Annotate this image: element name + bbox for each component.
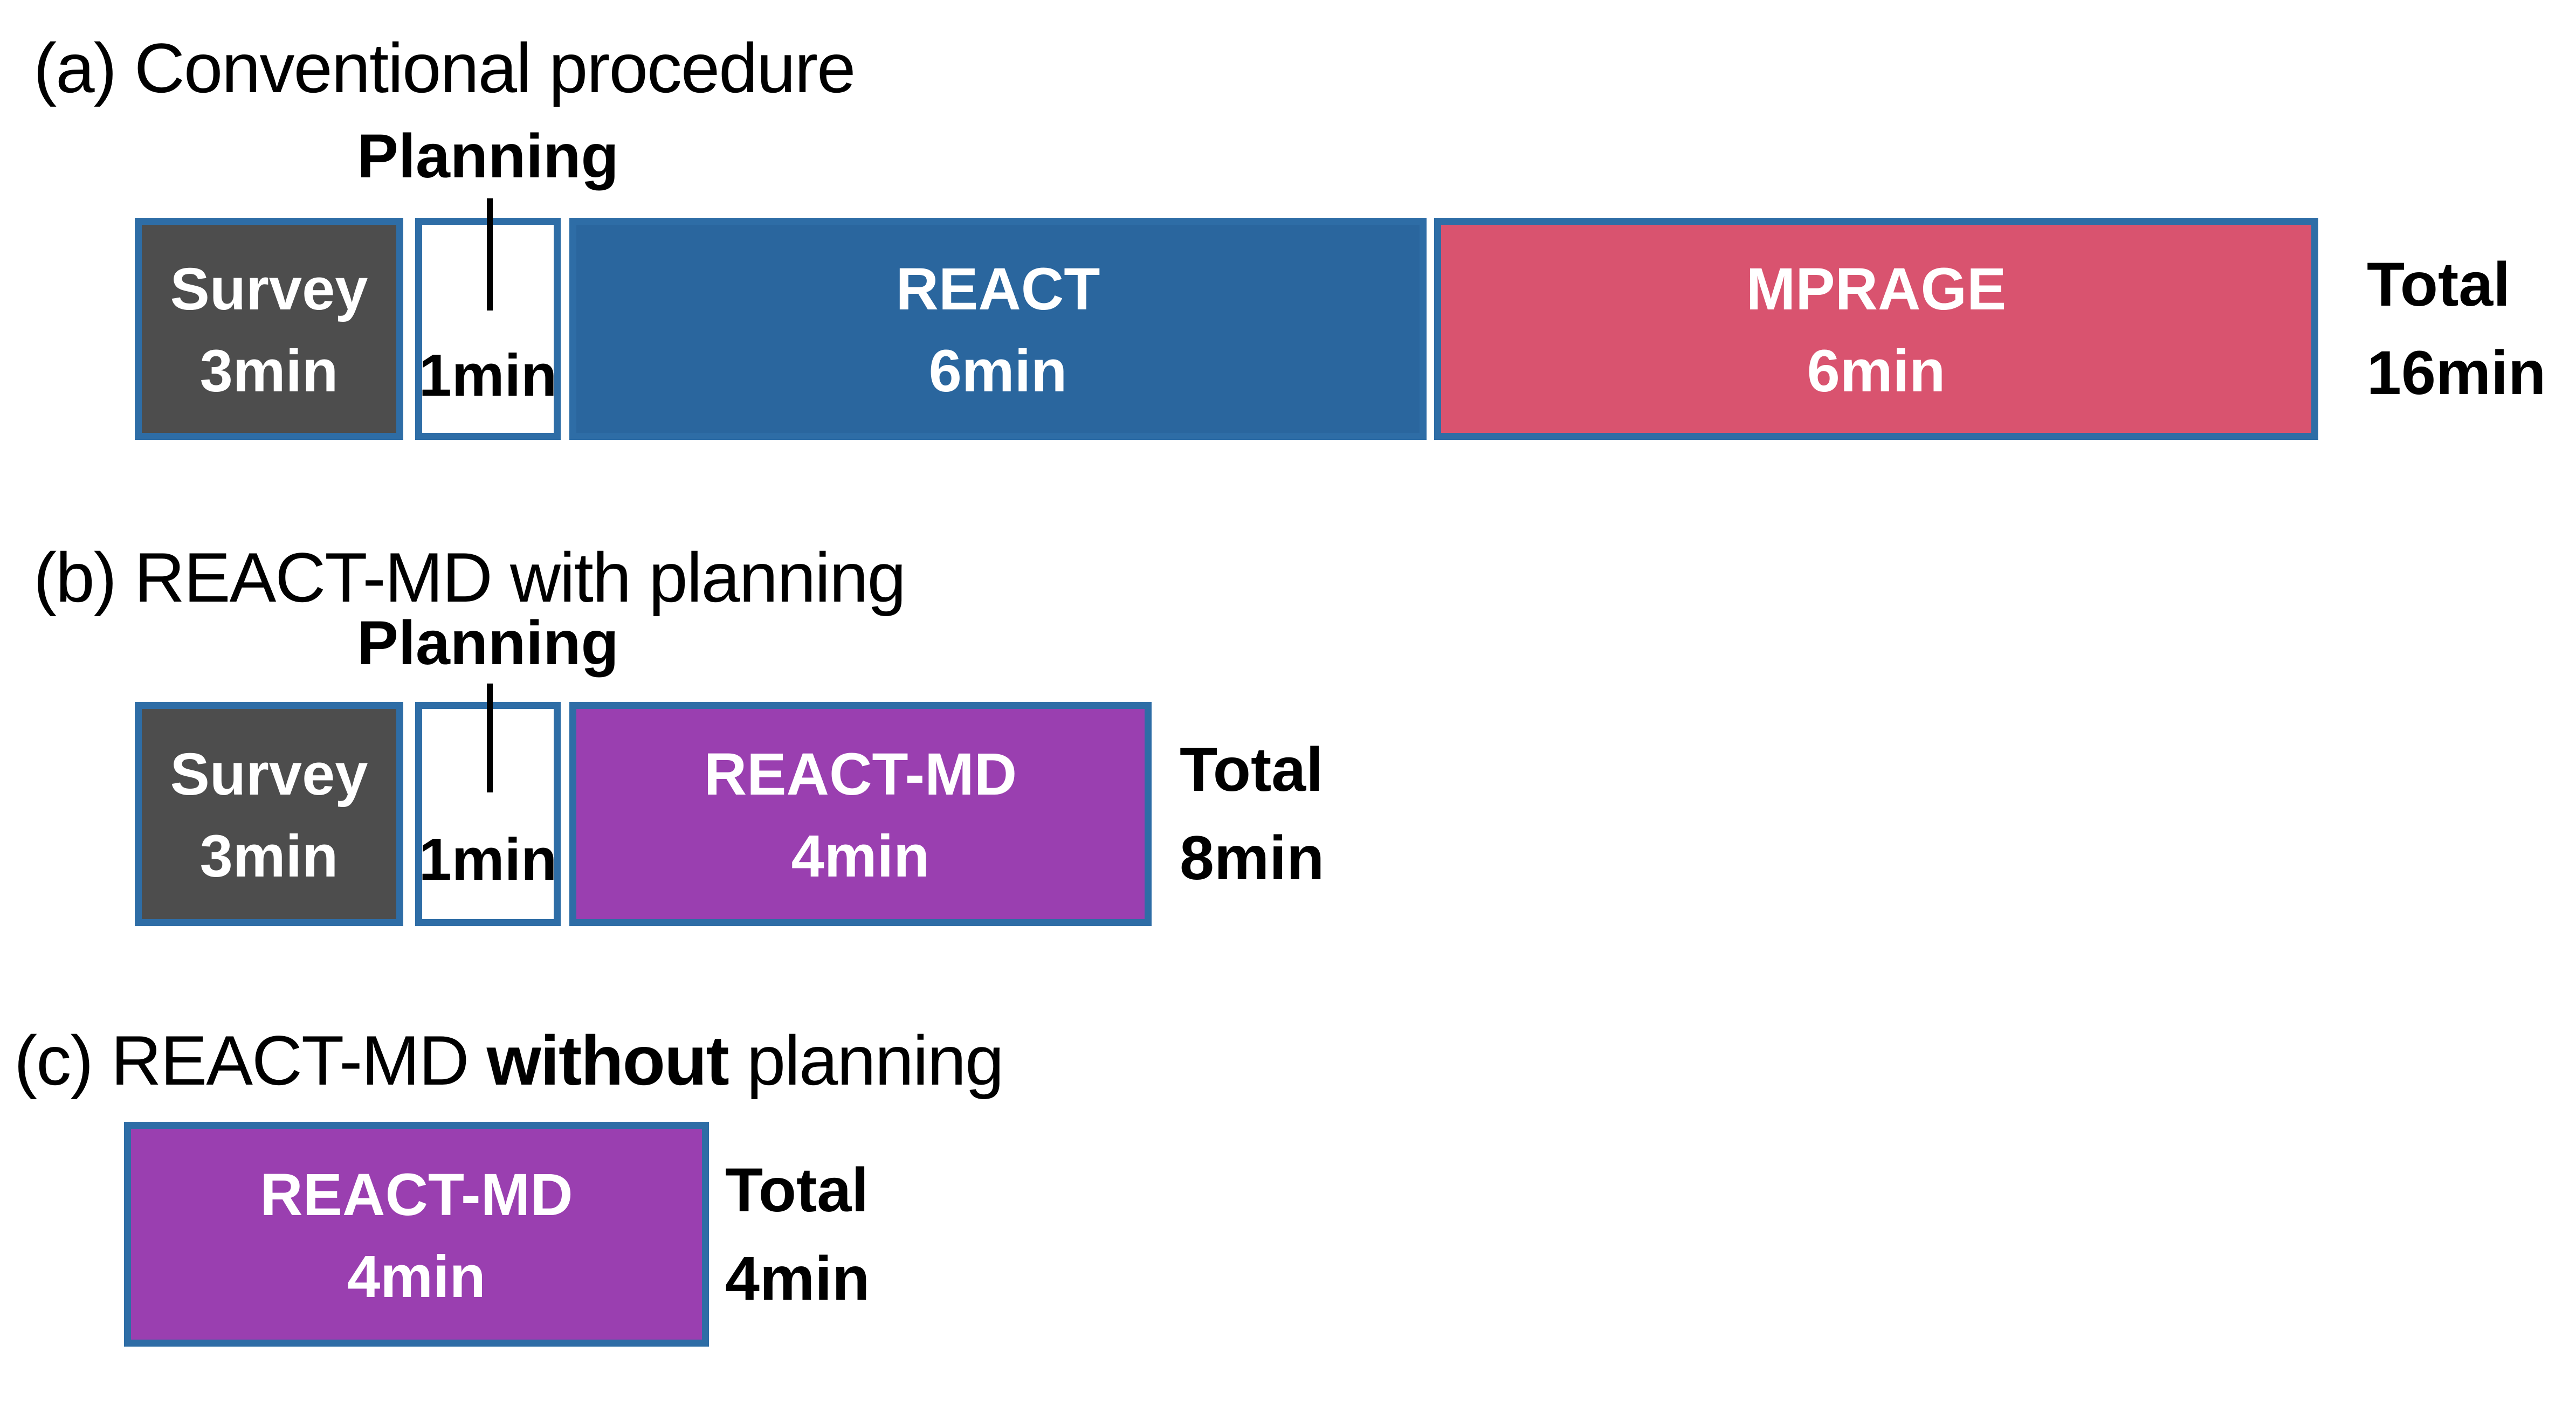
section-c-title-without: without (486, 1021, 729, 1100)
react-md-box-label: REACT-MD (704, 741, 1017, 808)
section-b-react-md-box: REACT-MD 4min (569, 702, 1152, 926)
section-c-total: Total 4min (725, 1122, 870, 1347)
section-a-survey-box: Survey 3min (135, 218, 403, 440)
section-b-planning-label: Planning (357, 609, 619, 678)
survey-box-label: Survey (170, 741, 368, 808)
section-b-survey-box: Survey 3min (135, 702, 403, 926)
mprage-box-duration: 6min (1807, 338, 1946, 404)
total-duration: 8min (1180, 824, 1325, 893)
section-b-planning-tick-line (487, 684, 493, 792)
react-box-label: REACT (896, 256, 1100, 322)
section-b-planning-box: 1min (415, 702, 561, 926)
section-b-total: Total 8min (1180, 702, 1324, 926)
section-a-mprage-box: MPRAGE 6min (1434, 218, 2318, 440)
section-c-title-prefix: (c) REACT-MD (14, 1021, 487, 1100)
planning-box-duration: 1min (418, 342, 557, 409)
section-a-title: (a) Conventional procedure (33, 29, 856, 107)
react-md-box-label: REACT-MD (260, 1161, 573, 1228)
react-md-box-duration: 4min (347, 1243, 486, 1310)
section-b-title: (b) REACT-MD with planning (33, 538, 906, 617)
section-a-planning-label: Planning (357, 122, 619, 191)
section-c-title: (c) REACT-MD without planning (14, 1017, 1004, 1105)
section-a-total: Total 16min (2367, 218, 2546, 440)
planning-box-duration: 1min (418, 826, 557, 893)
react-md-box-duration: 4min (791, 823, 930, 889)
section-c-title-suffix: planning (728, 1021, 1004, 1100)
section-a-planning-tick-line (487, 198, 493, 311)
total-label: Total (2367, 250, 2511, 319)
react-box-duration: 6min (928, 338, 1067, 404)
section-c-react-md-box: REACT-MD 4min (124, 1122, 709, 1347)
survey-box-duration: 3min (199, 823, 339, 889)
total-label: Total (1180, 735, 1324, 804)
total-label: Total (725, 1155, 869, 1225)
section-a-react-box: REACT 6min (569, 218, 1427, 440)
total-duration: 4min (725, 1244, 870, 1313)
mprage-box-label: MPRAGE (1746, 256, 2007, 322)
total-duration: 16min (2367, 339, 2546, 408)
survey-box-label: Survey (170, 256, 368, 322)
survey-box-duration: 3min (199, 338, 339, 404)
